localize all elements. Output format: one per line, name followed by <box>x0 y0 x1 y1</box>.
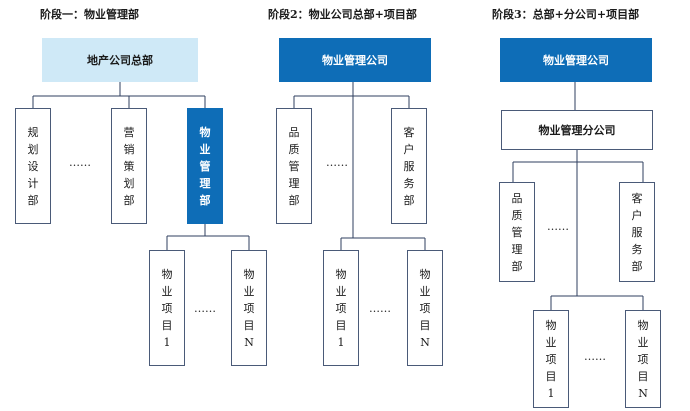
stage-1-dept-3-label: 物业管理部 <box>199 125 211 207</box>
stage-2-project-2-label: 物业项目N <box>419 267 431 349</box>
stage-1-dept-2: 营销策划部 <box>111 108 147 224</box>
stage-1-top-label: 地产公司总部 <box>87 54 153 67</box>
stage-1-dept-1: 规划设计部 <box>15 108 51 224</box>
stage-2-project-1-label: 物业项目1 <box>335 267 347 349</box>
stage-3-dept-1-label: 品质管理部 <box>511 191 523 273</box>
stage-3-top-node: 物业管理公司 <box>500 38 652 82</box>
stage-3-dept-dots: …… <box>547 220 569 233</box>
stage-3-project-2: 物业项目N <box>625 310 661 408</box>
stage-1-dept-dots: …… <box>69 156 91 169</box>
stage-2-project-1: 物业项目1 <box>323 250 359 366</box>
stage-3-project-1-label: 物业项目1 <box>545 318 557 400</box>
stage-1-title: 阶段一：物业管理部 <box>40 8 139 21</box>
stage-3-dept-2: 客户服务部 <box>619 182 655 282</box>
stage-2-dept-1: 品质管理部 <box>276 108 312 224</box>
stage-2-project-dots: …… <box>369 302 391 315</box>
stage-1-project-2: 物业项目N <box>231 250 267 366</box>
stage-2-dept-2: 客户服务部 <box>391 108 427 224</box>
stage-3-dept-1: 品质管理部 <box>499 182 535 282</box>
stage-3-project-dots: …… <box>584 350 606 363</box>
stage-1-top-node: 地产公司总部 <box>42 38 198 82</box>
stage-2-dept-dots: …… <box>326 156 348 169</box>
stage-1-project-1: 物业项目1 <box>149 250 185 366</box>
stage-2-project-2: 物业项目N <box>407 250 443 366</box>
stage-3-project-1: 物业项目1 <box>533 310 569 408</box>
stage-2-dept-2-label: 客户服务部 <box>403 125 415 207</box>
stage-1-dept-1-label: 规划设计部 <box>27 125 39 207</box>
stage-3-top-label: 物业管理公司 <box>543 54 609 67</box>
stage-3-branch-node: 物业管理分公司 <box>501 110 653 150</box>
stage-3-dept-2-label: 客户服务部 <box>631 191 643 273</box>
stage-2-top-node: 物业管理公司 <box>279 38 431 82</box>
stage-1-project-1-label: 物业项目1 <box>161 267 173 349</box>
stage-1-project-2-label: 物业项目N <box>243 267 255 349</box>
stage-1-dept-3: 物业管理部 <box>187 108 223 224</box>
stage-3-title: 阶段3：总部+分公司+项目部 <box>492 8 640 21</box>
stage-2-top-label: 物业管理公司 <box>322 54 388 67</box>
stage-2-dept-1-label: 品质管理部 <box>288 125 300 207</box>
stage-2-title: 阶段2：物业公司总部+项目部 <box>268 8 417 21</box>
stage-3-project-2-label: 物业项目N <box>637 318 649 400</box>
stage-3-branch-label: 物业管理分公司 <box>538 124 616 137</box>
stage-1-project-dots: …… <box>194 302 216 315</box>
stage-1-dept-2-label: 营销策划部 <box>123 125 135 207</box>
